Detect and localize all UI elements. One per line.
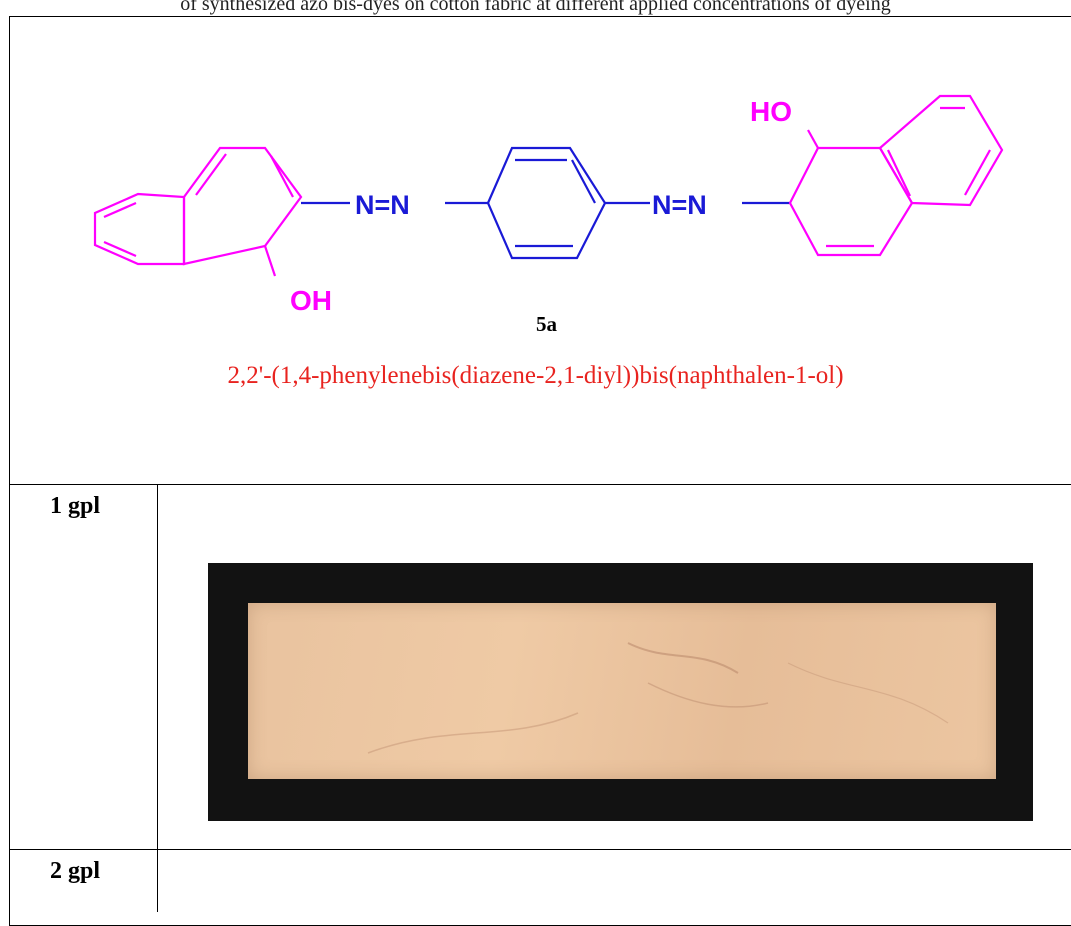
right-azo-group: N=N: [605, 190, 790, 220]
row-1-concentration: 1 gpl: [50, 493, 101, 519]
compound-name: 2,2'-(1,4-phenylenebis(diazene-2,1-diyl)…: [227, 362, 844, 389]
row-2-concentration: 2 gpl: [50, 858, 101, 884]
right-azo-text: N=N: [652, 190, 707, 220]
fabric-sample: [248, 603, 996, 779]
compound-label: 5a: [536, 312, 557, 336]
table-column-divider: [157, 484, 158, 912]
left-azo-group: N=N: [301, 190, 488, 220]
right-naphthol-ring: [788, 94, 1004, 257]
central-benzene-ring: [486, 146, 607, 260]
right-hydroxyl-text: HO: [750, 96, 792, 127]
dyed-cotton-swatch-image: [208, 563, 1033, 821]
left-hydroxyl-text: OH: [290, 285, 332, 316]
left-azo-text: N=N: [355, 190, 410, 220]
header-caption: of synthesized azo bis-dyes on cotton fa…: [180, 0, 891, 15]
table-divider-row1: [9, 484, 1071, 485]
table-divider-row2: [9, 849, 1071, 850]
chemical-structure: N=N N=N OH HO: [93, 94, 1004, 316]
left-naphthol-ring: [93, 146, 303, 277]
